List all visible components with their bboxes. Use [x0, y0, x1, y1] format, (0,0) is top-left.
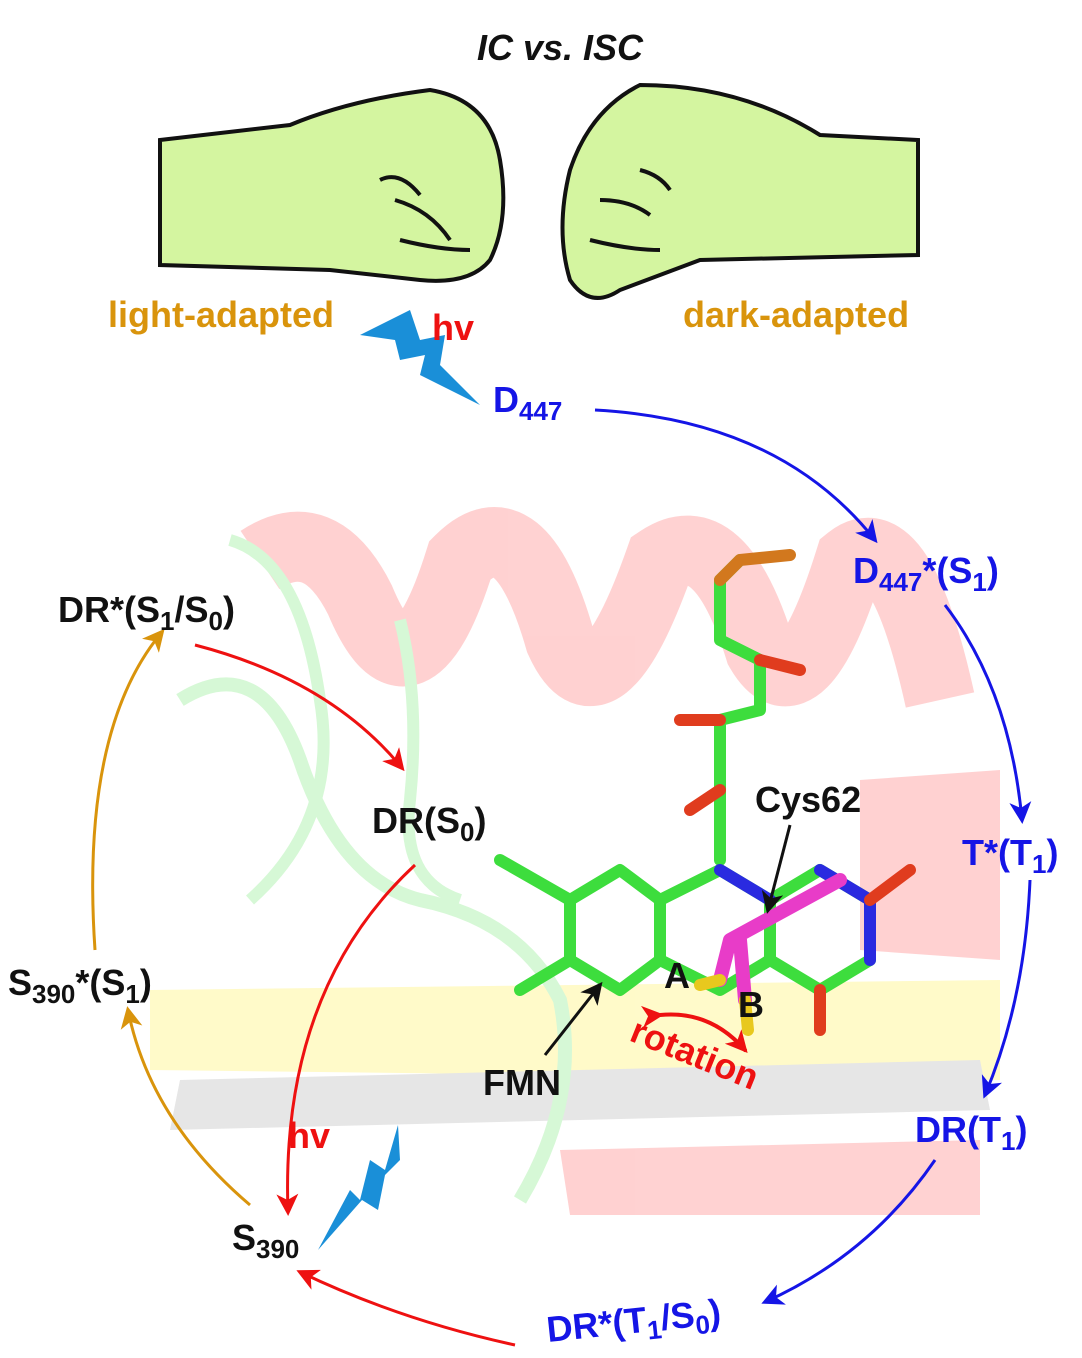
- fmn-label: FMN: [483, 1062, 561, 1103]
- hv-label: hv: [432, 307, 474, 348]
- conformer-a-label: A: [664, 955, 690, 996]
- state-d447: D447: [493, 379, 562, 426]
- state-dr-s1-s0: DR*(S1/S0): [58, 589, 235, 636]
- cys62-label: Cys62: [755, 779, 861, 820]
- dark-adapted-label: dark-adapted: [683, 294, 909, 335]
- light-adapted-label: light-adapted: [108, 294, 334, 335]
- dark-adapted-fist-icon: [560, 82, 920, 300]
- state-d447-s1: D447*(S1): [853, 550, 999, 597]
- fmn-molecule: [494, 549, 916, 1054]
- protein-background: [150, 507, 1000, 1215]
- state-s390-s1: S390*(S1): [8, 962, 152, 1009]
- state-dr-t1-s0: DR*(T1/S0): [545, 1291, 724, 1356]
- state-t-t1: T*(T1): [962, 832, 1058, 879]
- state-dr-s0: DR(S0): [372, 800, 486, 847]
- state-s390: S390: [232, 1217, 299, 1264]
- reaction-arrows: [91, 408, 1032, 1347]
- page-title: IC vs. ISC: [477, 27, 644, 68]
- state-dr-t1: DR(T1): [915, 1109, 1027, 1156]
- hv-label: hv: [288, 1115, 330, 1156]
- conformer-b-label: B: [738, 984, 764, 1025]
- lightning-bolt-icon: [318, 1125, 400, 1250]
- lightning-bolt-icon: [360, 310, 480, 405]
- light-adapted-fist-icon: [158, 87, 506, 283]
